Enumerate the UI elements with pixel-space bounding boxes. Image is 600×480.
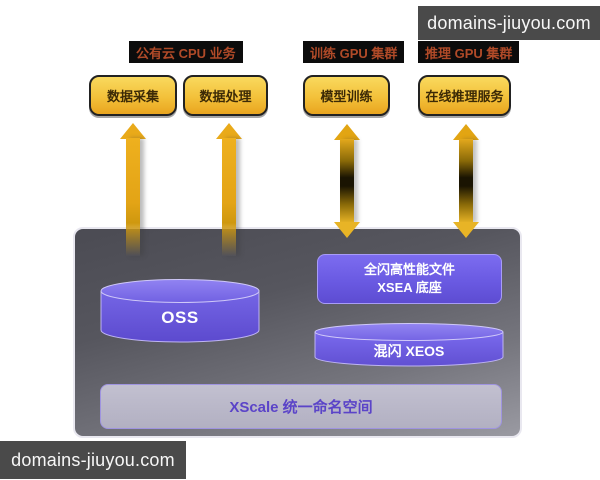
- arrowhead-up-icon: [216, 123, 242, 139]
- arrowhead-down-icon: [334, 222, 360, 238]
- arrowhead-down-icon: [453, 222, 479, 238]
- group-label-public-cloud-cpu: 公有云 CPU 业务: [129, 41, 243, 63]
- oss-cylinder: OSS: [100, 279, 260, 343]
- arrow-shaft: [222, 138, 236, 256]
- storage-platform-container: OSS 全闪高性能文件 XSEA 底座: [73, 227, 522, 438]
- task-box-data-collection: 数据采集: [89, 75, 177, 116]
- group-label-inference-gpu: 推理 GPU 集群: [418, 41, 520, 63]
- task-box-label: 模型训练: [320, 89, 373, 104]
- group-label-text: 训练 GPU 集群: [310, 45, 398, 61]
- double-arrow-icon: [453, 124, 479, 238]
- up-arrow-icon: [120, 123, 146, 271]
- task-box-label: 在线推理服务: [425, 89, 504, 104]
- xeos-cylinder: 混闪 XEOS: [314, 323, 504, 367]
- arrowhead-up-icon: [453, 124, 479, 140]
- xscale-namespace-bar: XScale 统一命名空间: [100, 384, 502, 429]
- cylinder-shape-icon: [314, 323, 504, 367]
- arrow-shaft: [126, 138, 140, 256]
- watermark-top: domains-jiuyou.com: [418, 6, 600, 40]
- double-arrow-icon: [334, 124, 360, 238]
- arrowhead-up-icon: [334, 124, 360, 140]
- xscale-label: XScale 统一命名空间: [229, 399, 373, 416]
- group-label-text: 推理 GPU 集群: [425, 45, 513, 61]
- xsea-label-line1: 全闪高性能文件: [363, 262, 455, 278]
- xeos-label: 混闪 XEOS: [373, 343, 445, 359]
- task-box-model-training: 模型训练: [303, 75, 390, 116]
- arrowhead-up-icon: [120, 123, 146, 139]
- watermark-bottom: domains-jiuyou.com: [0, 441, 186, 479]
- cylinder-shape-icon: [100, 279, 260, 343]
- watermark-text: domains-jiuyou.com: [427, 12, 591, 33]
- group-label-training-gpu: 训练 GPU 集群: [303, 41, 405, 63]
- xsea-label-line2: XSEA 底座: [377, 280, 442, 295]
- up-arrow-icon: [216, 123, 242, 271]
- group-label-text: 公有云 CPU 业务: [136, 45, 236, 61]
- task-box-label: 数据处理: [199, 89, 252, 104]
- task-box-label: 数据采集: [106, 89, 159, 104]
- oss-label: OSS: [161, 308, 199, 327]
- xsea-box: 全闪高性能文件 XSEA 底座: [317, 254, 502, 304]
- task-box-data-processing: 数据处理: [183, 75, 268, 116]
- watermark-text: domains-jiuyou.com: [11, 449, 175, 470]
- arrow-shaft: [459, 139, 473, 223]
- arrow-shaft: [340, 139, 354, 223]
- task-box-online-inference: 在线推理服务: [418, 75, 511, 116]
